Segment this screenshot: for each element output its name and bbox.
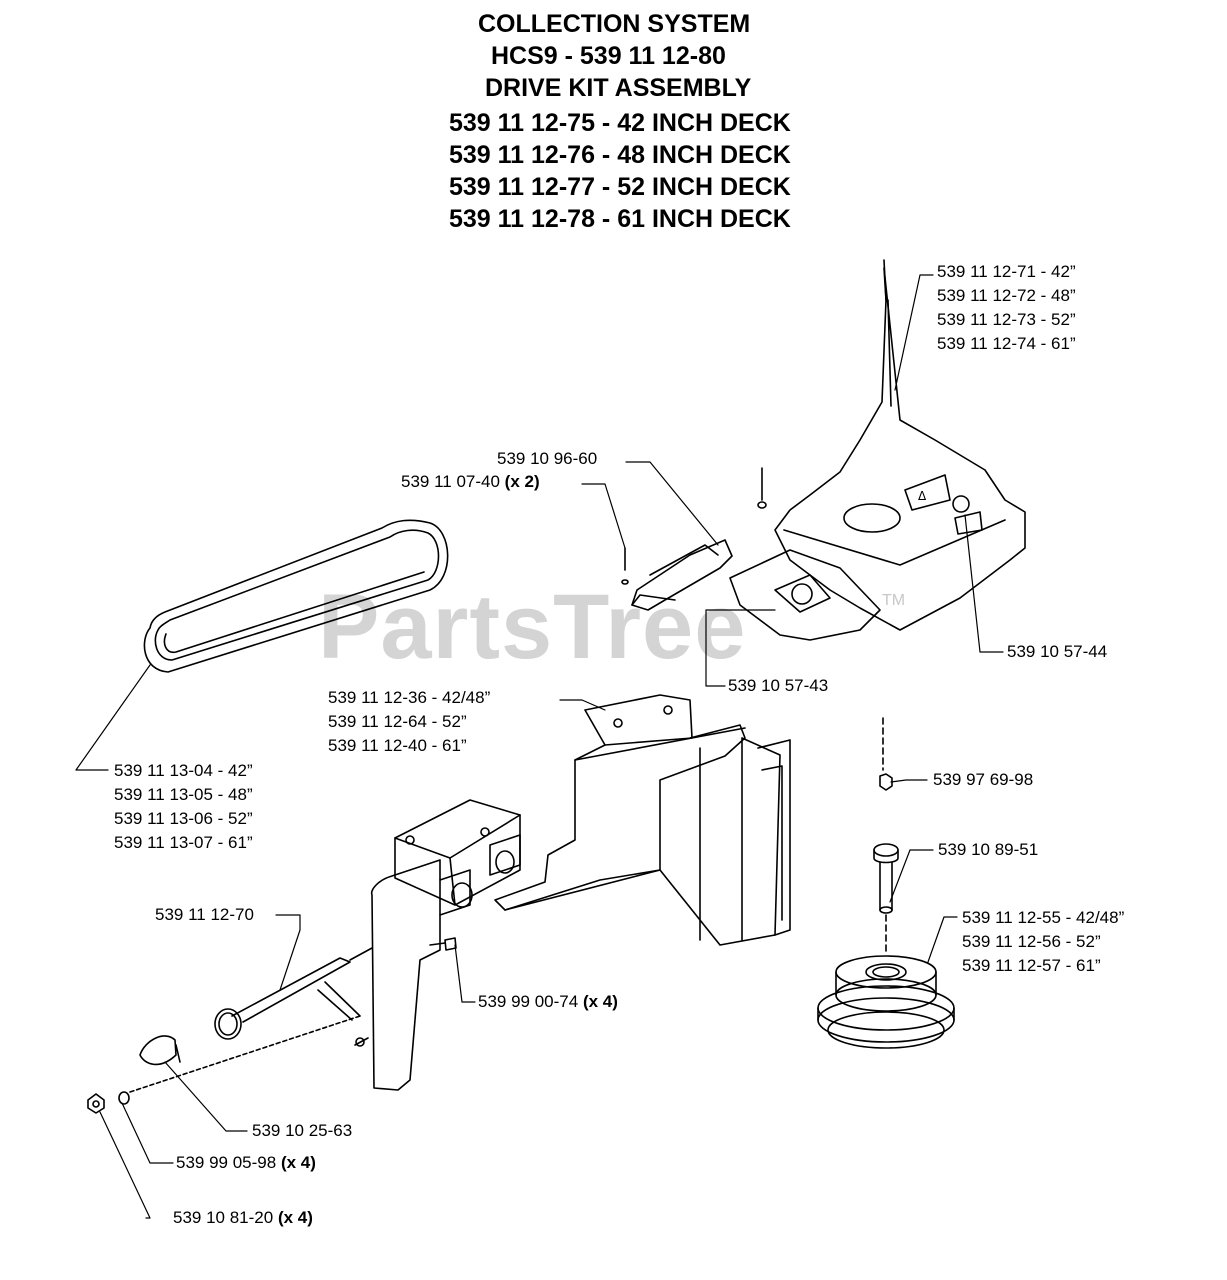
leader-lines (75, 274, 1004, 1219)
locknut-part-number: 539 10 81-20 (x 4) (173, 1208, 313, 1227)
bracket-part-numbers: 539 11 12-36 - 42/48”539 11 12-64 - 52”5… (328, 688, 491, 755)
rod-and-pin-drawing (87, 947, 373, 1114)
nut-part-number: 539 97 69-98 (933, 770, 1034, 789)
rod-part-number: 539 11 12-70 (155, 905, 254, 924)
pulley-drawing (817, 717, 955, 1049)
bolt-part-number: 539 99 00-74 (x 4) (478, 992, 618, 1011)
watermark: PartsTree (318, 576, 747, 678)
title-line-6: 539 11 12-77 - 52 INCH DECK (449, 173, 791, 201)
decal-part-number-b: 539 10 57-43 (728, 676, 829, 695)
washer-part-number: 539 99 05-98 (x 4) (176, 1153, 316, 1172)
latch-part-number: 539 10 96-60 (497, 449, 598, 468)
spacer-part-number: 539 10 89-51 (938, 840, 1039, 859)
title-line-2: HCS9 - 539 11 12-80 (491, 42, 726, 70)
decal-part-number-a: 539 10 57-44 (1007, 642, 1108, 661)
drive-belt-drawing (143, 519, 449, 673)
collector-cover-drawing: Δ (729, 259, 1026, 641)
title-line-1: COLLECTION SYSTEM (478, 10, 751, 38)
screw-part-number: 539 11 07-40 (x 2) (401, 472, 540, 491)
title-line-3: DRIVE KIT ASSEMBLY (485, 74, 752, 102)
cover-part-numbers: 539 11 12-71 - 42”539 11 12-72 - 48”539 … (937, 262, 1076, 353)
watermark-trademark: TM (882, 592, 906, 609)
belt-part-numbers: 539 11 13-04 - 42”539 11 13-05 - 48”539 … (114, 761, 253, 852)
svg-text:Δ: Δ (918, 489, 927, 503)
title-line-4: 539 11 12-75 - 42 INCH DECK (449, 109, 791, 137)
mounting-bracket-drawing (354, 694, 791, 1091)
pin-part-number: 539 10 25-63 (252, 1121, 353, 1140)
title-line-5: 539 11 12-76 - 48 INCH DECK (449, 141, 791, 169)
latch-drawing (631, 539, 733, 611)
title-line-7: 539 11 12-78 - 61 INCH DECK (449, 205, 791, 233)
pulley-part-numbers: 539 11 12-55 - 42/48”539 11 12-56 - 52”5… (962, 908, 1125, 975)
latch-screws-drawing (621, 467, 767, 585)
